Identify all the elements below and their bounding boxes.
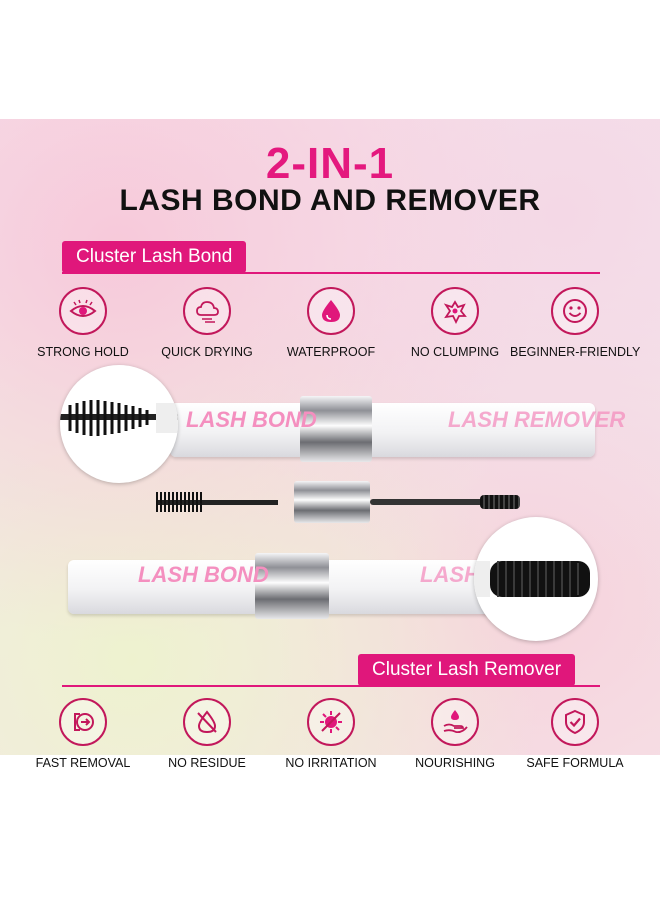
no-residue-icon — [183, 698, 231, 746]
feature-label: NO IRRITATION — [285, 756, 377, 770]
bond-brush-closeup — [60, 365, 178, 483]
feature-strong-hold: STRONG HOLD — [18, 287, 148, 359]
remover-section-label: Cluster Lash Remover — [358, 654, 576, 686]
feature-no-irritation: NO IRRITATION — [266, 698, 396, 770]
shield-check-icon — [551, 698, 599, 746]
feature-no-clumping: NO CLUMPING — [390, 287, 520, 359]
remover-brush-closeup — [474, 517, 598, 641]
feature-waterproof: WATERPROOF — [266, 287, 396, 359]
feature-label: WATERPROOF — [286, 345, 376, 359]
feature-no-residue: NO RESIDUE — [142, 698, 272, 770]
eye-icon — [59, 287, 107, 335]
bond-wand — [158, 500, 278, 505]
water-drop-icon — [307, 287, 355, 335]
subheadline: LASH BOND AND REMOVER — [119, 184, 541, 217]
tube-metal-collar — [300, 396, 372, 462]
bond-divider — [62, 272, 600, 274]
feature-label: NOURISHING — [415, 756, 495, 770]
tube-brand-text: LASH REMOVER — [448, 407, 626, 432]
bond-wand-bristles — [156, 492, 202, 512]
feature-label: STRONG HOLD — [37, 345, 129, 359]
feature-beginner-friendly: BEGINNER-FRIENDLY — [510, 287, 640, 359]
tube-brand-text: LASH BOND — [138, 562, 269, 587]
remover-wand-bristles — [480, 495, 520, 509]
feature-label: SAFE FORMULA — [526, 756, 624, 770]
center-metal-connector — [294, 481, 370, 523]
tube-metal-collar — [255, 553, 329, 619]
hand-drop-icon — [431, 698, 479, 746]
tube-brand-text: LASH BOND — [186, 407, 317, 432]
feature-label: BEGINNER-FRIENDLY — [510, 345, 641, 359]
product-tube-top — [170, 403, 595, 457]
feature-fast-removal: FAST REMOVAL — [18, 698, 148, 770]
smile-icon — [551, 287, 599, 335]
feature-label: NO RESIDUE — [168, 756, 246, 770]
fast-dry-icon — [183, 287, 231, 335]
bond-section-label: Cluster Lash Bond — [62, 241, 247, 273]
no-clump-icon — [431, 287, 479, 335]
feature-nourishing: NOURISHING — [390, 698, 520, 770]
no-irritation-icon — [307, 698, 355, 746]
feature-label: FAST REMOVAL — [35, 756, 131, 770]
feature-label: QUICK DRYING — [161, 345, 253, 359]
remover-divider — [62, 685, 600, 687]
feature-quick-drying: QUICK DRYING — [142, 287, 272, 359]
headline: 2-IN-1 — [265, 139, 395, 188]
feature-safe-formula: SAFE FORMULA — [510, 698, 640, 770]
remover-wand — [370, 499, 510, 505]
feature-label: NO CLUMPING — [410, 345, 500, 359]
exit-arrow-icon — [59, 698, 107, 746]
